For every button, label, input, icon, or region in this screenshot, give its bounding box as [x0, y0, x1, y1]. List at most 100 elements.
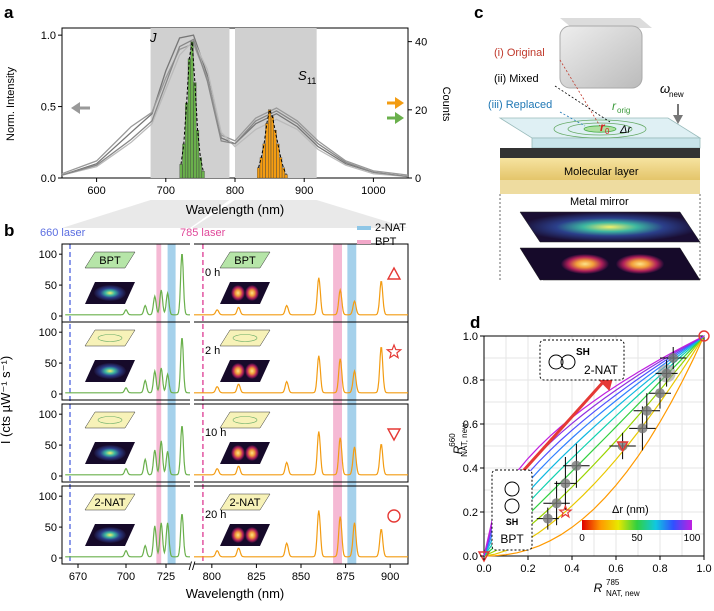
- b-tag-ring-1-1: [232, 334, 258, 342]
- panel-a-ylabel: Norm. Intensity: [5, 67, 17, 141]
- s11-lobe-right: [616, 254, 664, 274]
- b-mode-lobe-l-3: [231, 527, 245, 543]
- b-xtick-left-label-1: 700: [117, 571, 135, 583]
- d-point-3: [571, 460, 582, 471]
- metal-mirror-band: [500, 180, 700, 194]
- ring-orig: [553, 119, 647, 139]
- d-point-6: [641, 405, 652, 416]
- b-row-frame-1: [61, 321, 409, 401]
- leader-mixed: [554, 85, 611, 123]
- panel-label-b: b: [4, 221, 14, 240]
- arrow-left-gray-head: [71, 102, 80, 114]
- leader-original: [559, 59, 601, 127]
- b-green-spectrum-2: [65, 426, 190, 476]
- hist-green-fit: [180, 41, 204, 172]
- panel-b-xlabel: Wavelength (nm): [186, 586, 285, 601]
- d-marker-circle-3: [698, 330, 710, 342]
- label-mixed: (ii) Mixed: [494, 73, 539, 85]
- d-ytick-label-4: 0.8: [463, 375, 478, 387]
- d-bpt-label: BPT: [500, 532, 524, 546]
- omega-arrow-head: [673, 115, 683, 124]
- b-ytick-label-1-2: 100: [39, 327, 57, 339]
- b-marker-star: [385, 343, 403, 360]
- panel-d-xlabel-sup: 785: [606, 578, 620, 587]
- b-break-gap-0: [190, 243, 194, 323]
- zoom-wedge-right: [192, 200, 408, 228]
- b-ytick-label-3-1: 50: [45, 522, 57, 534]
- ring-mid: [567, 122, 633, 136]
- b-time-label-3: 20 h: [205, 509, 226, 521]
- d-xtick-label-1: 0.2: [520, 563, 535, 575]
- dark-layer: [500, 148, 700, 158]
- b-tag-ring-2-0: [97, 416, 123, 424]
- hist-green-bar-8: [201, 171, 205, 179]
- legend-bpt-label: BPT: [375, 236, 397, 248]
- ytick-right-label-1: 20: [415, 105, 427, 117]
- d-bpt-sh: SH: [506, 517, 519, 527]
- annot-j: J: [149, 30, 157, 45]
- b-mode-spot-0: [94, 285, 126, 301]
- xtick-label-3: 900: [295, 185, 313, 197]
- b-orange-spectrum-3: [194, 510, 408, 558]
- legend-2nat-swatch: [357, 226, 371, 230]
- b-mode-lobe-l-1: [231, 363, 245, 379]
- dotted-frame: [499, 194, 701, 282]
- cube: [559, 25, 643, 89]
- hist-green-bar-6: [196, 130, 200, 179]
- hist-orange-bar-9: [281, 167, 285, 179]
- panel-label-d: d: [470, 313, 480, 332]
- leader-replaced: [559, 111, 586, 127]
- d-point-1: [551, 498, 562, 509]
- xtick-label-1: 700: [157, 185, 175, 197]
- ytick-label-2: 1.0: [41, 30, 56, 42]
- d-nat-ring1: [548, 354, 564, 370]
- d-nat-label: 2-NAT: [584, 363, 618, 377]
- d-nat-sh: SH: [576, 347, 590, 358]
- ytick-label-1: 0.5: [41, 102, 56, 114]
- b-ytick-label-0-0: 0: [51, 311, 57, 323]
- r0-sub: 0: [605, 127, 610, 136]
- hist-orange-fit: [258, 108, 287, 175]
- panel-d-chart: 0.00.00.20.20.40.40.60.60.80.81.01.0SH2-…: [463, 330, 712, 575]
- s11-mode-sub: 11: [513, 284, 522, 293]
- spectrum-line-2: [61, 39, 409, 178]
- b-tag-ring-1-0: [97, 334, 123, 342]
- d-marker-tri-2: [616, 441, 629, 453]
- b-orange-spectrum-0: [194, 277, 408, 316]
- panel-a-xlabel: Wavelength (nm): [186, 202, 285, 217]
- b-tag-plane-0-1: [219, 251, 271, 269]
- d-ytick-label-5: 1.0: [463, 331, 478, 343]
- label-replaced: (iii) Replaced: [488, 99, 552, 111]
- d-nat-ring2: [560, 354, 576, 370]
- legend-bpt-swatch: [357, 240, 371, 244]
- omega-label: ω: [660, 81, 670, 96]
- d-point-7: [655, 388, 665, 399]
- b-xtick-right-label-3: 875: [336, 571, 354, 583]
- laser-660-label: 660 laser: [40, 227, 86, 239]
- b-tag-plane-1-0: [84, 329, 136, 347]
- panel-d-xlabel-sub: NAT, new: [606, 589, 640, 598]
- d-nat-box: [539, 339, 625, 381]
- d-marker-star-1: [558, 504, 573, 519]
- d-frame: [483, 335, 705, 557]
- d-colorbar-tick-1: 50: [631, 533, 643, 544]
- b-mode-spot-2: [94, 445, 126, 461]
- b-tag-plane-1-1: [219, 329, 271, 347]
- ytick-right-label-0: 0: [415, 173, 421, 185]
- d-xtick-label-3: 0.6: [608, 563, 623, 575]
- hist-orange-bar-10: [284, 174, 288, 179]
- b-marker-triangle-up: [386, 266, 402, 280]
- legend-2nat-label: 2-NAT: [375, 222, 406, 234]
- b-xtick-right-label-0: 800: [203, 571, 221, 583]
- b-break-gap-2: [190, 403, 194, 483]
- d-point-2: [560, 478, 571, 489]
- panel-label-c: c: [474, 3, 483, 22]
- b-green-spectrum-3: [65, 514, 190, 558]
- slab-front: [531, 137, 701, 149]
- b-xtick-left-label-2: 725: [157, 571, 175, 583]
- b-axis-break: //: [189, 559, 196, 573]
- b-mode-lobe-l-0: [231, 285, 245, 301]
- d-model-curve-0: [483, 335, 705, 557]
- b-orange-spectrum-2: [194, 431, 408, 476]
